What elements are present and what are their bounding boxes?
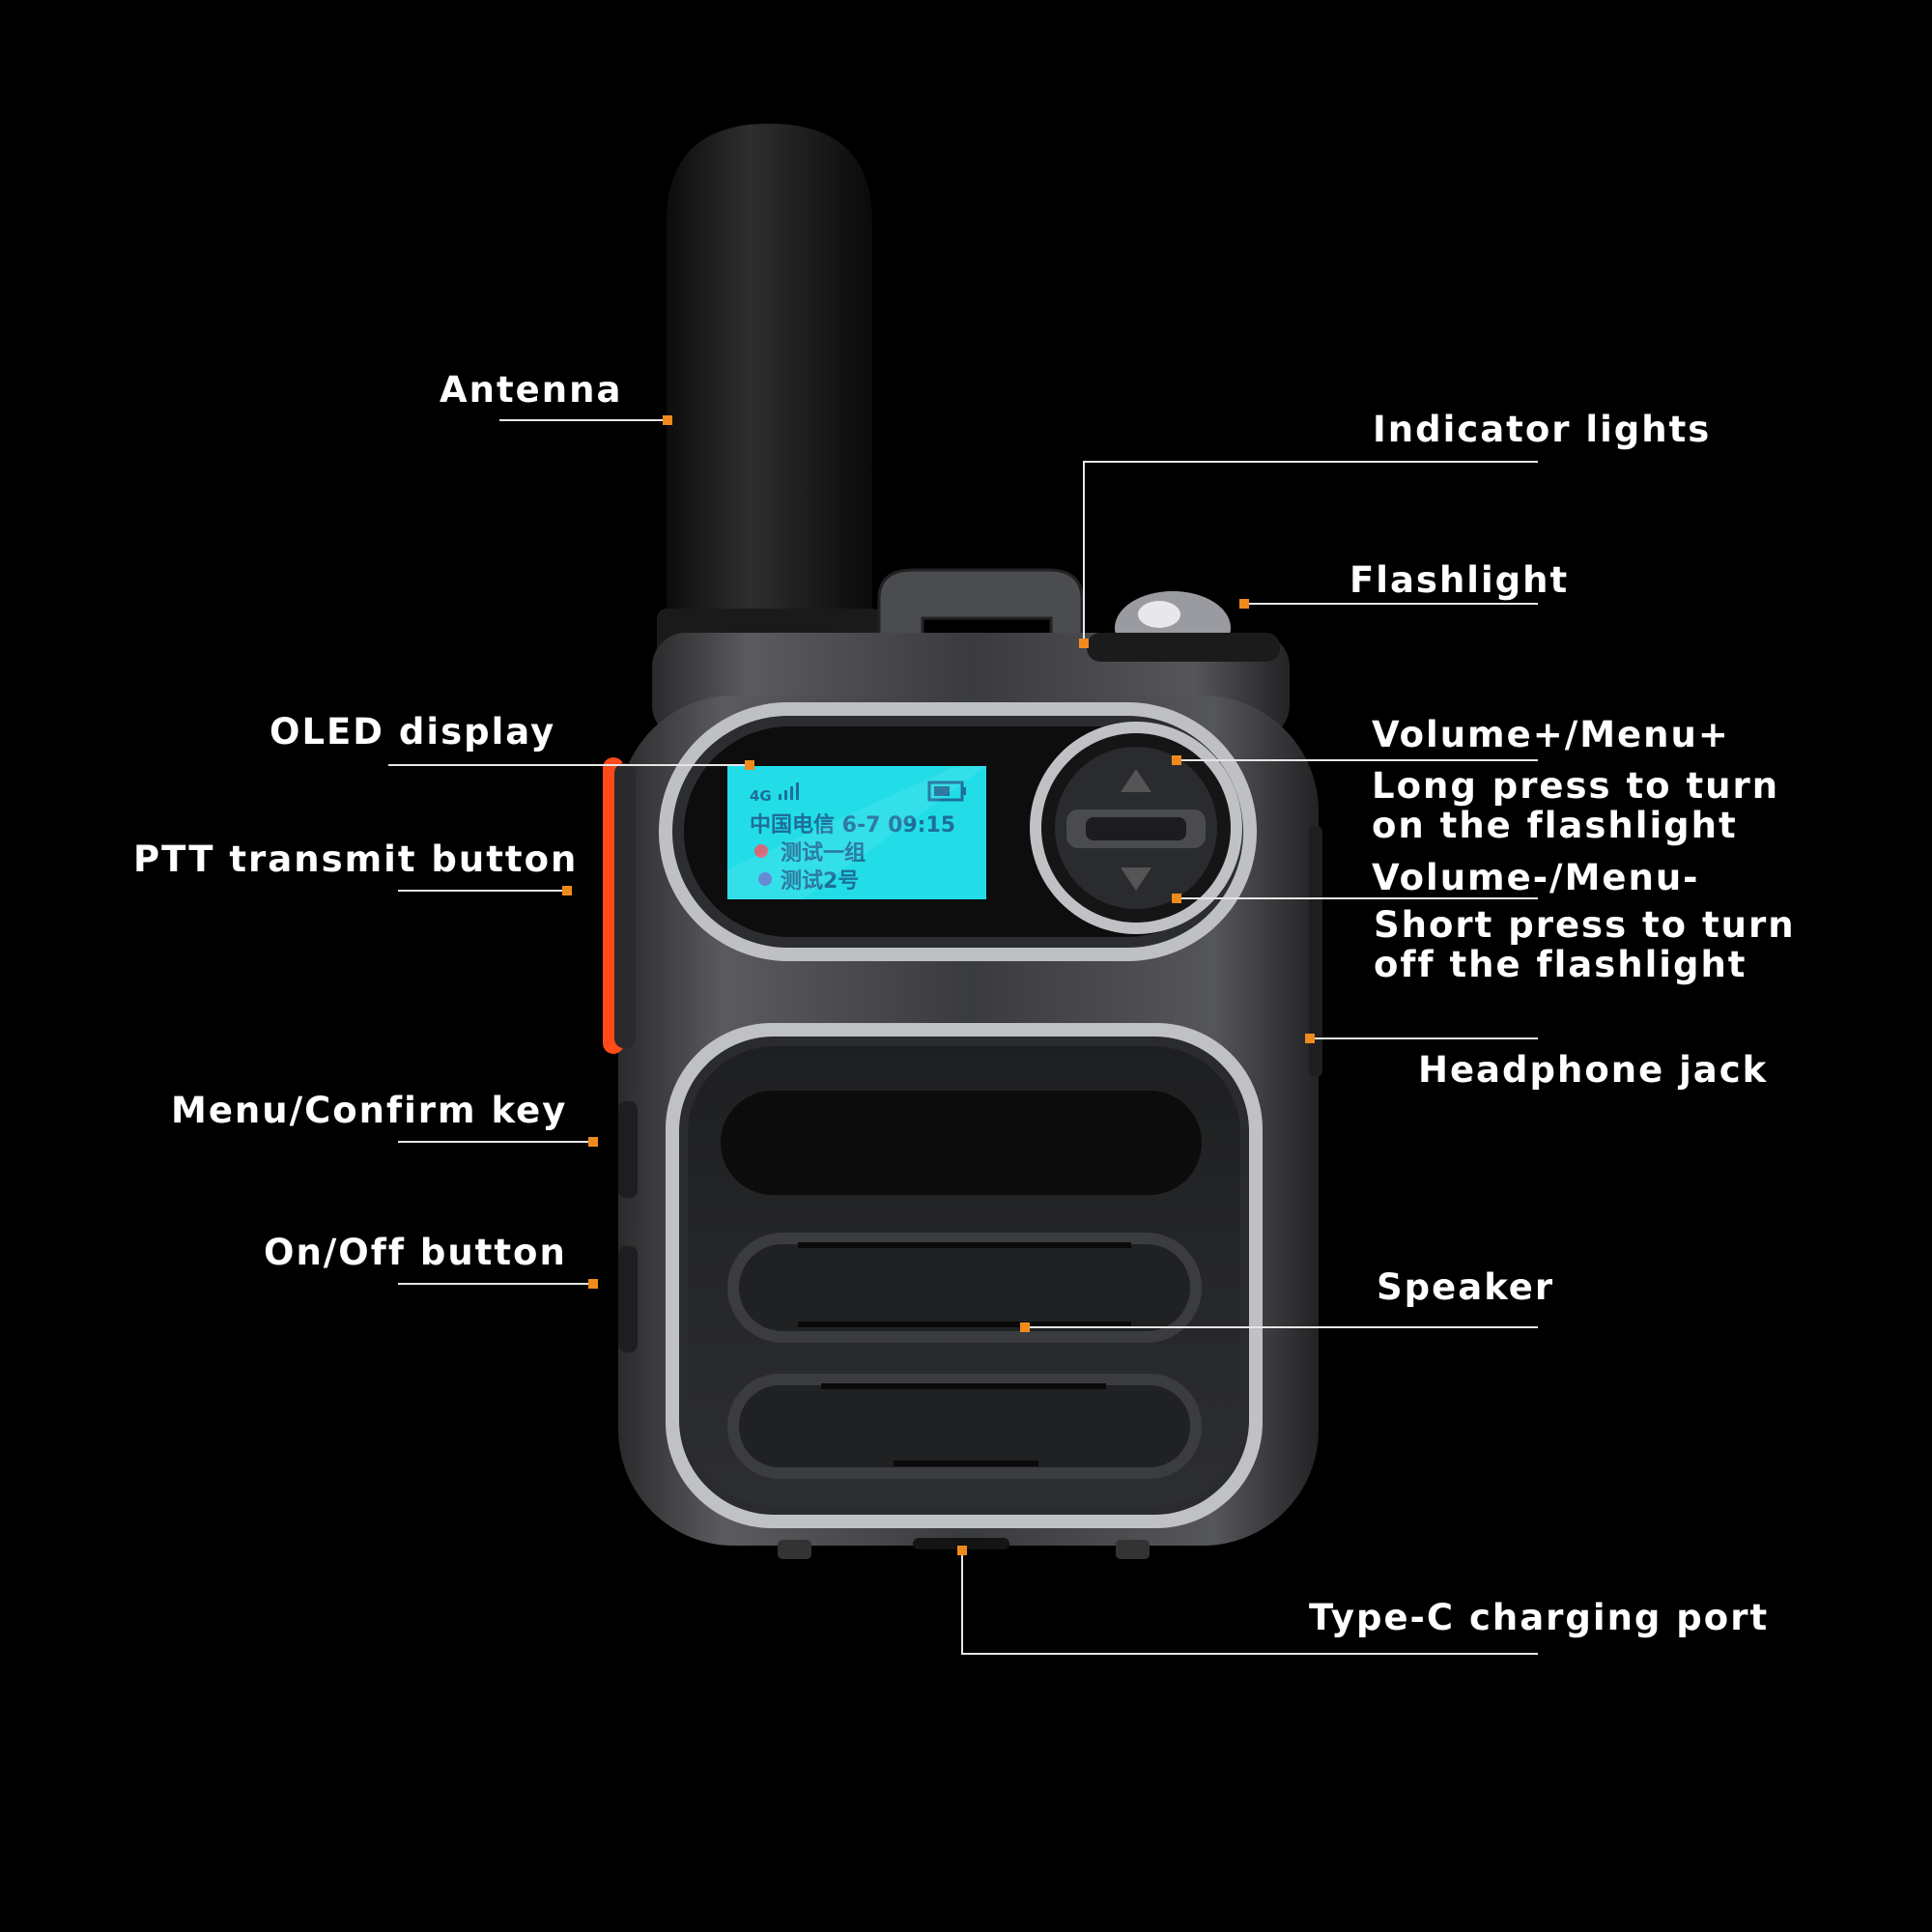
label-volume-up-desc-1: Long press to turn: [1372, 765, 1780, 807]
carrier-line: 中国电信 6-7 09:15: [750, 812, 955, 838]
label-volume-up-desc-2: on the flashlight: [1372, 805, 1738, 846]
volume-knob: [1030, 722, 1242, 934]
label-indicator-lights: Indicator lights: [1373, 409, 1712, 450]
volume-up-arrow-icon: [1121, 769, 1151, 792]
speaker-grille: [727, 1233, 1202, 1479]
label-ptt: PTT transmit button: [133, 838, 579, 880]
label-speaker: Speaker: [1377, 1266, 1555, 1308]
oled-display: 4G 中国电信 6-7 09:15 测试一组 测试2号: [727, 766, 986, 899]
menu-confirm-key: [618, 1101, 638, 1198]
label-volume-down: Volume-/Menu-: [1372, 857, 1700, 898]
label-headphone-jack: Headphone jack: [1418, 1049, 1769, 1091]
group-name: 测试一组: [781, 840, 866, 866]
member-name: 测试2号: [781, 869, 859, 894]
group-icon: [754, 844, 768, 858]
label-oled-display: OLED display: [270, 711, 556, 753]
label-type-c: Type-C charging port: [1309, 1597, 1770, 1638]
label-on-off: On/Off button: [264, 1232, 567, 1273]
label-menu-confirm: Menu/Confirm key: [171, 1090, 568, 1131]
label-flashlight: Flashlight: [1350, 559, 1570, 601]
label-antenna: Antenna: [440, 369, 623, 411]
power-key: [618, 1246, 638, 1352]
marker-dots: [562, 415, 1315, 1555]
antenna: [657, 124, 882, 657]
leader-lines: [388, 419, 1538, 1655]
headphone-jack: [1309, 826, 1322, 1077]
battery-icon: [927, 781, 966, 802]
label-volume-up: Volume+/Menu+: [1372, 714, 1730, 755]
type-c-port: [913, 1538, 1009, 1549]
label-volume-down-desc-1: Short press to turn: [1374, 904, 1796, 946]
network-indicator: 4G: [750, 787, 772, 805]
user-icon: [758, 872, 772, 886]
label-volume-down-desc-2: off the flashlight: [1374, 944, 1747, 985]
volume-down-arrow-icon: [1121, 867, 1151, 891]
signal-icon: [779, 782, 799, 800]
